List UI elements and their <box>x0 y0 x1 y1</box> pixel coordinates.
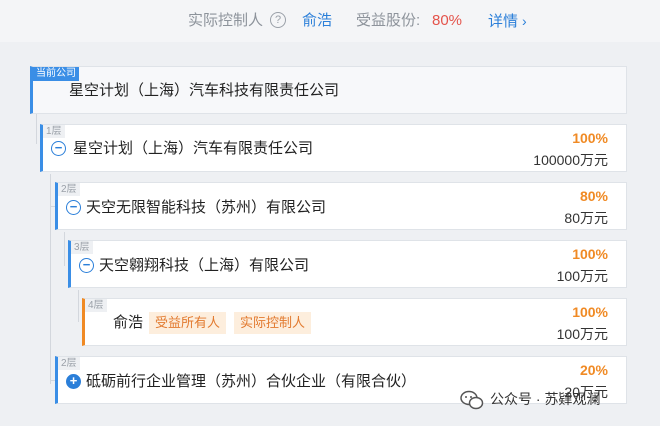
current-company-name: 星空计划（上海）汽车科技有限责任公司 <box>69 82 340 99</box>
layer-card[interactable]: 2层 − 天空无限智能科技（苏州）有限公司 80% 80万元 <box>55 182 627 230</box>
actual-controller-badge: 实际控制人 <box>234 312 312 334</box>
level-tag: 4层 <box>85 299 107 312</box>
capital-amount: 100万元 <box>556 326 608 342</box>
wechat-icon <box>460 391 484 410</box>
layer-card[interactable]: 1层 − 星空计划（上海）汽车有限责任公司 100% 100000万元 <box>40 124 627 172</box>
controller-name[interactable]: 俞浩 <box>302 12 333 29</box>
level-tag: 2层 <box>58 357 80 370</box>
share-percent: 100% <box>572 130 608 146</box>
chevron-right-icon: › <box>522 13 527 29</box>
person-card[interactable]: 4层 俞浩 受益所有人 实际控制人 100% 100万元 <box>82 298 627 346</box>
layer-card[interactable]: 2层 + 砥砺前行企业管理（苏州）合伙企业（有限合伙） 20% 20万元 <box>55 356 627 404</box>
tree-connector <box>50 380 56 381</box>
capital-amount: 80万元 <box>564 210 608 226</box>
beneficial-owner-badge: 受益所有人 <box>149 312 227 334</box>
capital-amount: 20万元 <box>564 384 608 400</box>
collapse-icon[interactable]: − <box>79 258 94 273</box>
person-name[interactable]: 俞浩 <box>113 314 144 331</box>
level-tag: 1层 <box>43 125 65 138</box>
controller-label: 实际控制人 <box>188 12 264 29</box>
capital-amount: 100000万元 <box>533 152 608 168</box>
tree-connector <box>36 114 37 144</box>
controller-bar: 实际控制人 ? 俞浩 受益股份: 80% 详情› <box>0 0 660 42</box>
current-company-card[interactable]: 当前公司 星空计划（上海）汽车科技有限责任公司 <box>30 66 627 114</box>
watermark-text: 公众号 · 苏肄观澜 <box>490 391 601 407</box>
tree-connector <box>50 206 56 207</box>
layer-card[interactable]: 3层 − 天空翱翔科技（上海）有限公司 100% 100万元 <box>68 240 627 288</box>
level-tag: 2层 <box>58 183 80 196</box>
share-percent: 20% <box>579 362 608 378</box>
tree-connector <box>64 232 65 266</box>
company-name[interactable]: 星空计划（上海）汽车有限责任公司 <box>73 140 314 157</box>
share-percent: 100% <box>572 246 608 262</box>
detail-label: 详情 <box>488 13 519 30</box>
wechat-watermark: 公众号 · 苏肄观澜 <box>460 386 600 412</box>
company-name[interactable]: 天空无限智能科技（苏州）有限公司 <box>86 199 327 216</box>
company-name[interactable]: 砥砺前行企业管理（苏州）合伙企业（有限合伙） <box>86 373 417 390</box>
detail-link[interactable]: 详情› <box>488 11 527 32</box>
share-percent: 80% <box>579 188 608 204</box>
level-tag: 3层 <box>71 241 93 254</box>
company-name[interactable]: 天空翱翔科技（上海）有限公司 <box>99 257 310 274</box>
share-value: 80% <box>432 12 463 29</box>
share-percent: 100% <box>572 304 608 320</box>
tree-connector <box>50 174 51 384</box>
current-company-tag: 当前公司 <box>33 67 79 81</box>
collapse-icon[interactable]: − <box>66 200 81 215</box>
tree-connector <box>78 290 79 322</box>
share-label: 受益股份: <box>356 12 421 29</box>
expand-icon[interactable]: + <box>66 374 81 389</box>
help-icon[interactable]: ? <box>270 12 286 28</box>
collapse-icon[interactable]: − <box>51 141 66 156</box>
capital-amount: 100万元 <box>556 268 608 284</box>
